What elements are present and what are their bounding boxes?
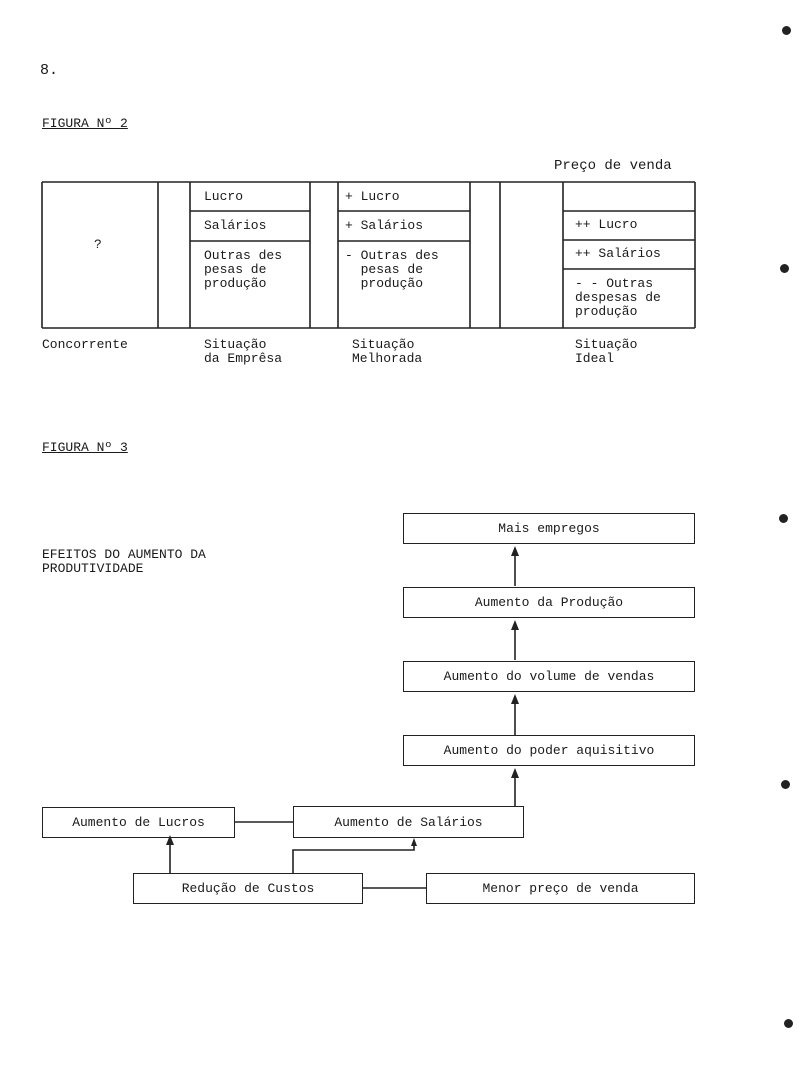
- label-concorrente: Concorrente: [42, 337, 128, 352]
- label-empresa: Situação da Emprêsa: [204, 337, 283, 366]
- competitor-unknown: ?: [94, 237, 102, 252]
- box-aumento-salarios: Aumento de Salários: [293, 806, 524, 838]
- empresa-lucro: Lucro: [204, 189, 244, 204]
- binder-hole: [784, 1019, 793, 1028]
- box-mais-empregos: Mais empregos: [403, 513, 695, 544]
- price-label: Preço de venda: [554, 158, 672, 174]
- binder-hole: [780, 264, 789, 273]
- binder-hole: [782, 26, 791, 35]
- ideal-outras: - - Outras despesas de produção: [575, 276, 661, 319]
- binder-hole: [779, 514, 788, 523]
- label-ideal: Situação Ideal: [575, 337, 638, 366]
- empresa-salarios: Salários: [204, 218, 267, 233]
- page-number: 8.: [40, 62, 59, 79]
- box-menor-preco: Menor preço de venda: [426, 873, 695, 904]
- label-melhorada: Situação Melhorada: [352, 337, 423, 366]
- figure-2-caption: FIGURA Nº 2: [42, 116, 128, 131]
- box-aumento-vendas: Aumento do volume de vendas: [403, 661, 695, 692]
- box-aumento-lucros: Aumento de Lucros: [42, 807, 235, 838]
- figure-3-caption: FIGURA Nº 3: [42, 440, 128, 455]
- ideal-lucro: ++ Lucro: [575, 217, 638, 232]
- ideal-salarios: ++ Salários: [575, 246, 661, 261]
- box-aumento-producao: Aumento da Produção: [403, 587, 695, 618]
- binder-hole: [781, 780, 790, 789]
- melhorada-salarios: + Salários: [345, 218, 424, 233]
- empresa-outras: Outras des pesas de produção: [204, 248, 283, 291]
- box-reducao-custos: Redução de Custos: [133, 873, 363, 904]
- melhorada-outras: - Outras des pesas de produção: [345, 248, 439, 291]
- figure-3-title: EFEITOS DO AUMENTO DA PRODUTIVIDADE: [42, 547, 206, 576]
- melhorada-lucro: + Lucro: [345, 189, 400, 204]
- box-aumento-poder: Aumento do poder aquisitivo: [403, 735, 695, 766]
